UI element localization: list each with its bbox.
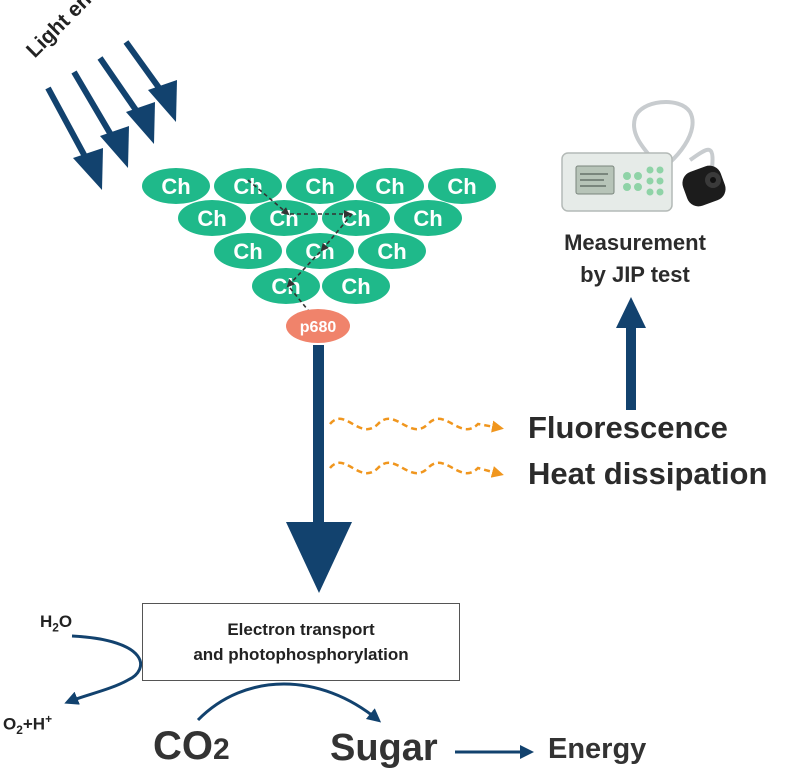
sugar-label: Sugar — [330, 727, 438, 769]
wavy-arrow-icon — [329, 461, 504, 478]
chlorophyll-label: Ch — [305, 174, 334, 199]
chlorophyll-pigment: Ch — [142, 168, 210, 204]
chlorophyll-pigment: Ch — [322, 200, 390, 236]
heat-dissipation-label: Heat dissipation — [528, 456, 768, 491]
water-split-arrow — [64, 634, 143, 705]
measurement-line-2: by JIP test — [580, 262, 690, 287]
chlorophyll-pigment: Ch — [356, 168, 424, 204]
chlorophyll-label: Ch — [233, 239, 262, 264]
chlorophyll-ellipse — [322, 200, 390, 236]
chlorophyll-pigment: Ch — [286, 168, 354, 204]
chlorophyll-pigment: Ch — [394, 200, 462, 236]
chlorophyll-pigment: Ch — [286, 233, 354, 269]
oxygen-proton-label: O2+H+ — [3, 712, 52, 737]
chlorophyll-ellipse — [142, 168, 210, 204]
chlorophyll-label: Ch — [375, 174, 404, 199]
chlorophyll-pigment: Ch — [250, 200, 318, 236]
chlorophyll-label: Ch — [377, 239, 406, 264]
chlorophyll-ellipse — [394, 200, 462, 236]
chlorophyll-label: Ch — [341, 206, 370, 231]
chlorophyll-ellipse — [252, 268, 320, 304]
co2-label-main: CO — [153, 724, 213, 768]
chlorophyll-label: Ch — [269, 206, 298, 231]
measurement-label: Measurement by JIP test — [535, 227, 735, 291]
light-arrows — [45, 40, 177, 190]
light-arrow-icon — [97, 56, 155, 144]
water-label: H2O — [40, 612, 72, 634]
co2-label-subscript: 2 — [213, 733, 230, 766]
co2-to-sugar-arrow — [196, 682, 382, 723]
electron-transport-line-2: and photophosphorylation — [193, 645, 409, 664]
water-label-subscript: 2 — [52, 620, 59, 635]
chlorophyll-ellipse — [322, 268, 390, 304]
chlorophyll-label: Ch — [161, 174, 190, 199]
light-arrow-icon — [45, 86, 103, 190]
chlorophyll-ellipse — [428, 168, 496, 204]
chlorophyll-pigment: Ch — [428, 168, 496, 204]
chlorophyll-pigment: Ch — [214, 168, 282, 204]
p680-label: p680 — [300, 319, 337, 336]
chlorophyll-ellipse — [286, 233, 354, 269]
electron-transport-line-1: Electron transport — [227, 620, 375, 639]
water-label-o: O — [58, 612, 73, 631]
chlorophyll-ellipse — [356, 168, 424, 204]
chlorophyll-ellipse — [214, 233, 282, 269]
chlorophyll-label: Ch — [305, 239, 334, 264]
electron-transport-box: Electron transport and photophosphorylat… — [142, 603, 460, 681]
chlorophyll-pigment: Ch — [252, 268, 320, 304]
chlorophyll-label: Ch — [447, 174, 476, 199]
oxygen-label-subscript: 2 — [16, 723, 23, 738]
chlorophyll-pigment: Ch — [214, 233, 282, 269]
chlorophyll-pigment: Ch — [322, 268, 390, 304]
wavy-arrow-icon — [329, 417, 504, 433]
chlorophyll-pigment: Ch — [178, 200, 246, 236]
chlorophyll-ellipse — [358, 233, 426, 269]
chlorophyll-ellipse — [250, 200, 318, 236]
co2-label: CO2 — [153, 724, 230, 769]
chlorophyll-ellipse — [286, 168, 354, 204]
oxygen-label-o: O — [3, 714, 17, 734]
chlorophyll-label: Ch — [197, 206, 226, 231]
p680-reaction-center: p680 — [286, 309, 350, 343]
fluorescence-label: Fluorescence — [528, 410, 728, 445]
proton-label-h: +H — [22, 714, 46, 734]
chlorophyll-label: Ch — [413, 206, 442, 231]
energy-label: Energy — [548, 733, 647, 765]
proton-label-superscript: + — [45, 712, 53, 726]
measurement-line-1: Measurement — [564, 230, 706, 255]
chlorophyll-pigment: Ch — [358, 233, 426, 269]
chlorophyll-ellipse — [178, 200, 246, 236]
light-arrow-icon — [71, 70, 129, 168]
up-arrow-icon — [616, 297, 646, 410]
chlorophyll-label: Ch — [233, 174, 262, 199]
light-arrow-icon — [123, 40, 177, 122]
water-label-h: H — [40, 612, 53, 631]
chlorophyll-label: Ch — [341, 274, 370, 299]
energy-transfer-path — [247, 179, 353, 322]
down-arrow-icon — [286, 345, 352, 593]
fluorometer-device-icon — [561, 99, 726, 212]
